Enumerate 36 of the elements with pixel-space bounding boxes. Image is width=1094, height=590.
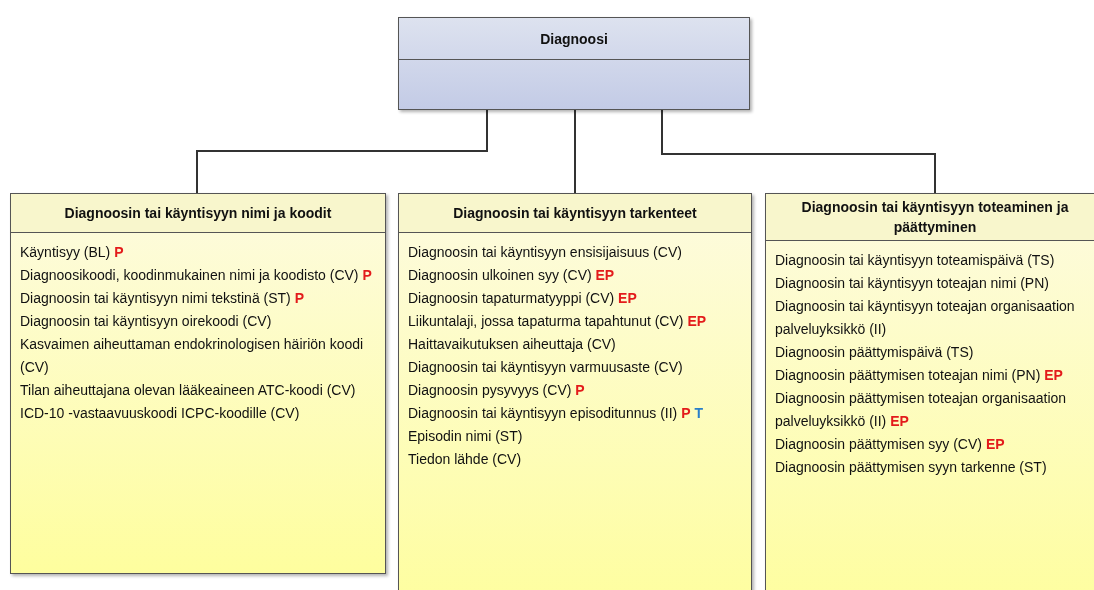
attribute-text: Diagnoosikoodi, koodinmukainen nimi ja koodisto (CV) P: [20, 266, 373, 285]
attribute-text: Diagnoosin tai käyntisyyn toteajan organisaation palveluyksikkö (II): [775, 297, 1076, 339]
attribute-text: Diagnoosin päättymisen toteajan nimi (PN) EP: [775, 366, 1064, 385]
attribute-text: Episodin nimi (ST): [408, 427, 524, 446]
attribute-text: Diagnoosin tai käyntisyyn ensisijaisuus (CV): [408, 243, 683, 262]
class-box: [765, 193, 1094, 590]
attribute-text: Diagnoosin tai käyntisyyn varmuusaste (CV): [408, 358, 684, 377]
attribute-text: Diagnoosin tapaturmatyyppi (CV) EP: [408, 289, 638, 308]
attribute-text: ICD-10 -vastaavuuskoodi ICPC-koodille (CV): [20, 404, 301, 423]
attribute-text: Diagnoosin tai käyntisyyn oirekoodi (CV): [20, 312, 273, 331]
attribute-text: Diagnoosin tai käyntisyyn episoditunnus (II) P T: [408, 404, 704, 423]
class-title: Diagnoosin tai käyntisyyn tarkenteet: [399, 194, 751, 233]
class-title: Diagnoosin tai käyntisyyn nimi ja koodit: [11, 194, 385, 233]
attribute-text: Liikuntalaji, jossa tapaturma tapahtunut (CV) EP: [408, 312, 708, 331]
class-title: Diagnoosi: [399, 18, 749, 60]
attribute-text: Diagnoosin päättymisen toteajan organisaation palveluyksikkö (II) EP: [775, 389, 1068, 431]
attribute-text: Käyntisyy (BL) P: [20, 243, 125, 262]
attribute-text: Diagnoosin tai käyntisyyn toteamispäivä (TS): [775, 251, 1056, 270]
attribute-text: Diagnoosin pysyvyys (CV) P: [408, 381, 586, 400]
attribute-text: Kasvaimen aiheuttaman endokrinologisen häiriön koodi (CV): [20, 335, 365, 377]
class-title: Diagnoosin tai käyntisyyn toteaminen ja päättyminen: [766, 194, 1094, 241]
connector-line: [574, 109, 576, 194]
connector-line: [661, 109, 936, 194]
attribute-text: Diagnoosin ulkoinen syy (CV) EP: [408, 266, 616, 285]
attribute-text: Diagnoosin päättymisen syy (CV) EP: [775, 435, 1006, 454]
attribute-text: Haittavaikutuksen aiheuttaja (CV): [408, 335, 617, 354]
attribute-text: Tilan aiheuttajana olevan lääkeaineen ATC-koodi (CV): [20, 381, 357, 400]
class-box: [398, 193, 752, 590]
attribute-text: Diagnoosin tai käyntisyyn toteajan nimi (PN): [775, 274, 1050, 293]
attribute-text: Diagnoosin tai käyntisyyn nimi tekstinä (ST) P: [20, 289, 305, 308]
class-box: [10, 193, 386, 574]
attribute-text: Tiedon lähde (CV): [408, 450, 523, 469]
attribute-text: Diagnoosin päättymisen syyn tarkenne (ST): [775, 458, 1048, 477]
attribute-text: Diagnoosin päättymispäivä (TS): [775, 343, 975, 362]
class-box: [398, 17, 750, 110]
connector-line: [196, 109, 488, 194]
